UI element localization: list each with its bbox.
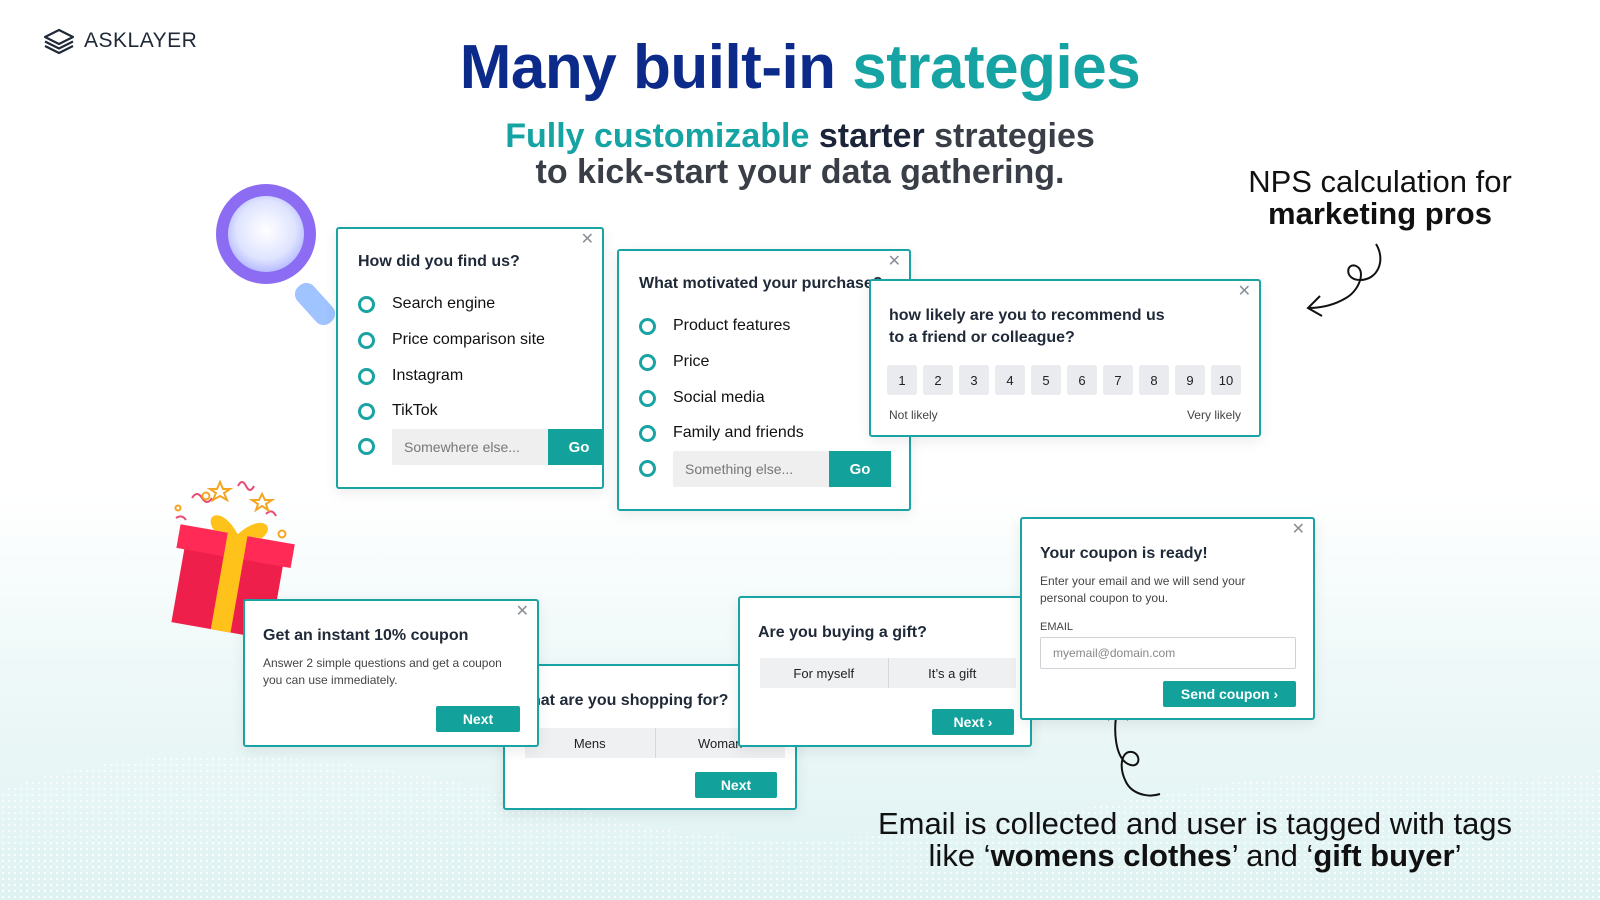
coupon-offer-body: Answer 2 simple questions and get a coup… (263, 656, 502, 687)
radio-icon[interactable] (358, 331, 375, 349)
nps-score-8[interactable]: 8 (1139, 365, 1169, 395)
nps-score-10[interactable]: 10 (1211, 365, 1241, 395)
nps-low-label: Not likely (889, 408, 938, 422)
nps-score-9[interactable]: 9 (1175, 365, 1205, 395)
radio-icon[interactable] (358, 438, 375, 455)
close-icon[interactable]: ✕ (887, 253, 901, 270)
send-coupon-button[interactable]: Send coupon › (1163, 681, 1296, 707)
layers-icon (43, 28, 75, 54)
background-wave-pattern (0, 755, 1600, 900)
other-answer-input[interactable]: Something else... (673, 451, 830, 487)
gift-question-card: Are you buying a gift? For myself It’s a… (738, 596, 1032, 747)
gift-options: For myself It’s a gift (760, 658, 1016, 688)
survey-question: How did you find us? (358, 253, 520, 270)
option-price-comparison[interactable]: Price comparison site (358, 331, 545, 349)
coupon-offer-title: Get an instant 10% coupon (263, 627, 469, 644)
go-button[interactable]: Go (548, 429, 602, 465)
radio-icon[interactable] (639, 424, 656, 442)
magnifying-glass-icon (216, 184, 336, 326)
page-subtitle: Fully customizable starter strategies to… (505, 117, 1095, 191)
email-callout: Email is collected and user is tagged wi… (877, 806, 1513, 873)
survey-card-find-us: ✕ How did you find us? Search engine Pri… (336, 227, 604, 489)
coupon-ready-body: Enter your email and we will send your p… (1040, 574, 1246, 605)
nps-score-5[interactable]: 5 (1031, 365, 1061, 395)
go-button[interactable]: Go (829, 451, 891, 487)
option-price[interactable]: Price (639, 353, 709, 371)
survey-question: hat are you shopping for? (531, 692, 729, 709)
option-search-engine[interactable]: Search engine (358, 295, 495, 313)
coupon-offer-card: ✕ Get an instant 10% coupon Answer 2 sim… (243, 599, 539, 747)
option-social-media[interactable]: Social media (639, 389, 765, 407)
nps-scale: 1 2 3 4 5 6 7 8 9 10 (887, 365, 1241, 395)
option-woman[interactable]: Woman (654, 728, 786, 758)
coupon-ready-title: Your coupon is ready! (1040, 545, 1208, 562)
nps-question: how likely are you to recommend us to a … (889, 307, 1165, 346)
brand-name: ASKLAYER (84, 29, 198, 52)
option-mens[interactable]: Mens (573, 735, 606, 751)
radio-icon[interactable] (358, 295, 375, 313)
next-button[interactable]: Next (695, 772, 777, 798)
nps-callout: NPS calculation for marketing pros (1248, 164, 1512, 231)
option-tiktok[interactable]: TikTok (358, 402, 438, 420)
brand-logo[interactable]: ASKLAYER (42, 28, 197, 54)
nps-score-2[interactable]: 2 (923, 365, 953, 395)
close-icon[interactable]: ✕ (1237, 283, 1251, 300)
nps-card: ✕ how likely are you to recommend us to … (869, 279, 1261, 437)
option-family-friends[interactable]: Family and friends (639, 424, 804, 442)
survey-card-motivation: ✕ What motivated your purchase? Product … (617, 249, 911, 511)
radio-icon[interactable] (639, 389, 656, 407)
nps-high-label: Very likely (1186, 408, 1241, 422)
radio-icon[interactable] (639, 460, 656, 477)
option-instagram[interactable]: Instagram (358, 367, 463, 385)
coupon-ready-card: ✕ Your coupon is ready! Enter your email… (1020, 517, 1315, 720)
survey-question: Are you buying a gift? (758, 624, 927, 641)
radio-icon[interactable] (358, 402, 375, 420)
radio-icon[interactable] (639, 317, 656, 335)
next-button[interactable]: Next (436, 706, 520, 732)
nps-score-6[interactable]: 6 (1067, 365, 1097, 395)
email-input[interactable]: myemail@domain.com (1040, 637, 1296, 669)
radio-icon[interactable] (358, 367, 375, 385)
option-for-myself[interactable]: For myself (793, 665, 855, 681)
curly-arrow-icon (1306, 243, 1382, 317)
radio-icon[interactable] (639, 353, 656, 371)
option-its-a-gift[interactable]: It’s a gift (887, 658, 1017, 688)
other-answer-input[interactable]: Somewhere else... (392, 429, 549, 465)
next-button[interactable]: Next › (932, 709, 1014, 735)
option-product-features[interactable]: Product features (639, 317, 790, 335)
nps-score-7[interactable]: 7 (1103, 365, 1133, 395)
close-icon[interactable]: ✕ (580, 231, 594, 248)
page-title: Many built-in strategies (459, 33, 1141, 102)
nps-score-1[interactable]: 1 (887, 365, 917, 395)
close-icon[interactable]: ✕ (515, 603, 529, 620)
nps-score-3[interactable]: 3 (959, 365, 989, 395)
email-label: EMAIL (1040, 621, 1074, 633)
close-icon[interactable]: ✕ (1291, 521, 1305, 538)
survey-question: What motivated your purchase? (639, 275, 883, 292)
nps-score-4[interactable]: 4 (995, 365, 1025, 395)
